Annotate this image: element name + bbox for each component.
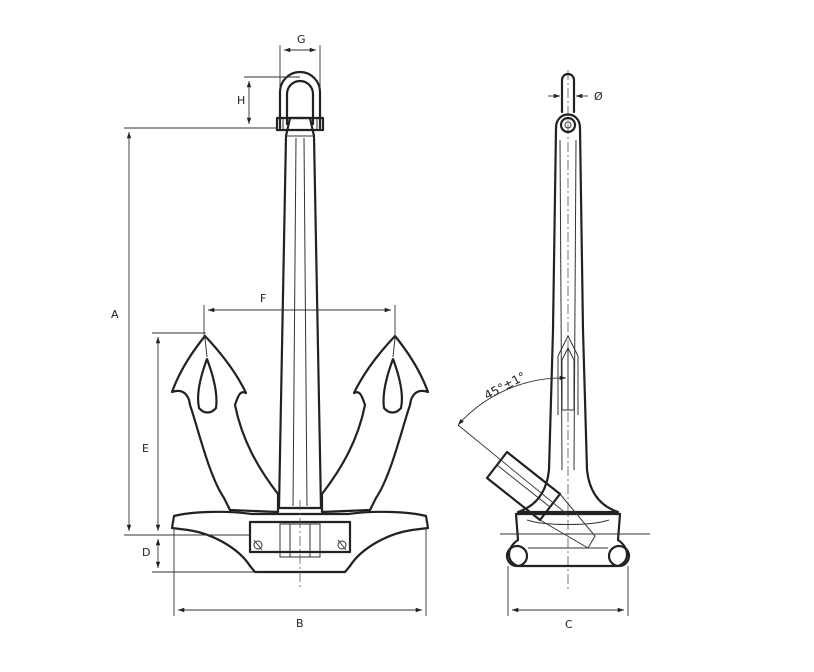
angle-label: 45°±1°: [482, 369, 528, 402]
dim-label-diameter: Ø: [594, 90, 603, 103]
dim-label-h: H: [237, 94, 245, 107]
shackle: [275, 70, 325, 132]
left-fluke: [170, 334, 280, 514]
right-fluke: [320, 334, 430, 514]
side-view: 45°±1° Ø C: [457, 70, 650, 631]
front-dimensions: [124, 45, 427, 616]
crown: [170, 500, 430, 588]
dim-label-c: C: [565, 618, 573, 631]
dim-label-f: F: [260, 292, 266, 305]
dim-label-g: G: [297, 33, 306, 46]
shank: [277, 116, 323, 510]
dim-label-e: E: [142, 442, 149, 455]
side-crown: [500, 512, 650, 568]
dim-label-b: B: [296, 617, 304, 630]
side-dimensions: [507, 93, 629, 616]
dim-label-a: A: [111, 308, 119, 321]
tilted-fluke: [485, 450, 596, 549]
front-view: A B D E F G H: [111, 33, 430, 630]
dim-label-d: D: [142, 546, 150, 559]
